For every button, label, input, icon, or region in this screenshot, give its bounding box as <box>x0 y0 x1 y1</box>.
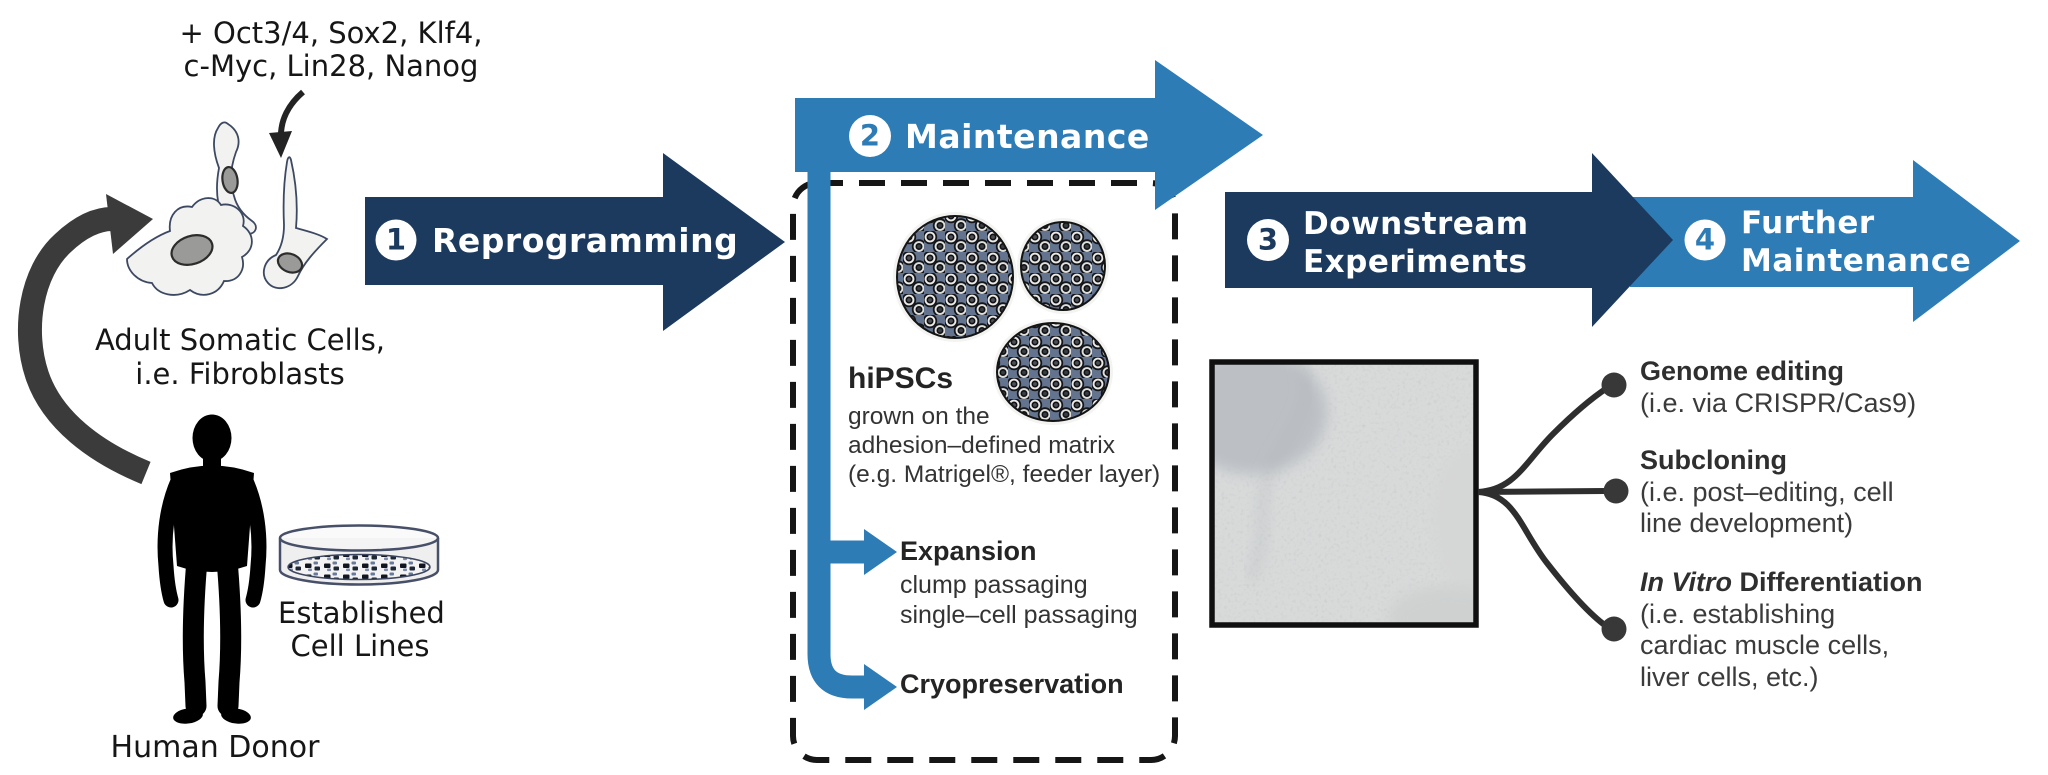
cryopreservation-label: Cryopreservation <box>900 669 1124 699</box>
step2-arrow <box>795 60 1263 210</box>
cryo-arrowhead <box>864 664 897 710</box>
step1-number: 1 <box>385 222 407 257</box>
somatic-cells-label: Adult Somatic Cells, i.e. Fibroblasts <box>94 323 386 391</box>
expansion-label: Expansion <box>900 536 1037 566</box>
hipsc-title: hiPSCs <box>848 362 954 395</box>
human-donor-label: Human Donor <box>110 730 320 765</box>
step2-label: Maintenance <box>905 117 1150 156</box>
step2-number: 2 <box>859 118 881 153</box>
donor-to-cells-arrow <box>17 194 153 485</box>
step3-label: Downstream Experiments <box>1303 206 1529 280</box>
reprogramming-factors-label: + Oct3/4, Sox2, Klf4, c-Myc, Lin28, Nano… <box>179 16 483 83</box>
human-silhouette <box>157 414 267 724</box>
expansion-arrowhead <box>864 529 897 575</box>
step1-arrow <box>365 153 785 331</box>
step4-number: 4 <box>1694 222 1716 257</box>
downstream-branches <box>1477 385 1609 629</box>
factors-arrow <box>269 89 306 158</box>
petri-dish <box>278 524 440 586</box>
micrograph <box>1209 359 1479 628</box>
step4-arrow <box>1630 160 2020 322</box>
step1-label: Reprogramming <box>432 221 739 260</box>
step-number-badges <box>375 115 1726 261</box>
step3-number: 3 <box>1257 222 1279 257</box>
step4-label: Further Maintenance <box>1741 205 1972 279</box>
established-cell-lines-label: Established Cell Lines <box>278 596 445 663</box>
differentiation-option: In Vitro Differentiation (i.e. establish… <box>1640 567 1923 692</box>
fibroblast-cells <box>126 121 329 296</box>
hipsc-description: grown on the adhesion–defined matrix (e.… <box>848 403 1161 488</box>
expansion-sublabels: clump passaging single–cell passaging <box>900 571 1138 629</box>
hipsc-colonies <box>893 212 1113 425</box>
genome-editing-option: Genome editing (i.e. via CRISPR/Cas9) <box>1640 356 1917 418</box>
branch-dots <box>1601 372 1629 642</box>
step3-arrow <box>1225 153 1673 327</box>
maintenance-flow-bar <box>807 165 897 710</box>
subcloning-option: Subcloning (i.e. post–editing, cell line… <box>1640 445 1894 538</box>
